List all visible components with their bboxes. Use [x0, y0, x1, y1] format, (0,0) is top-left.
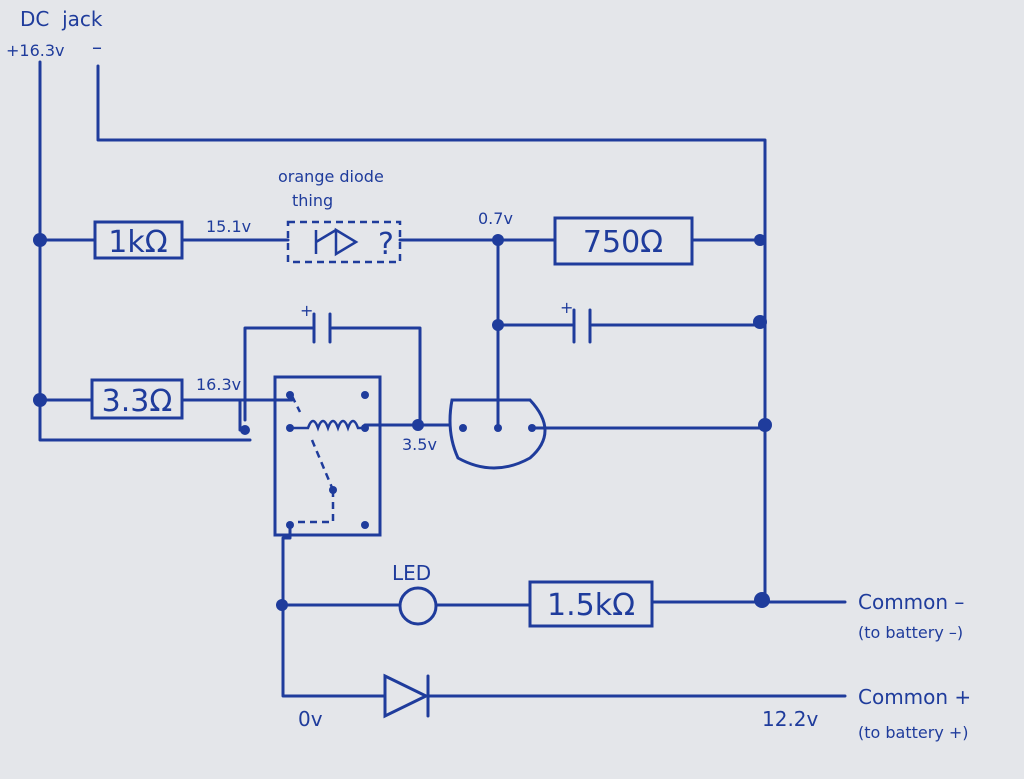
wire-33-right: [180, 398, 242, 432]
orange-diode-thing: ?: [286, 220, 402, 264]
resistor-1k-label: 1kΩ: [108, 225, 167, 260]
common-minus-label: Common –: [858, 590, 964, 614]
wire-left-rail: [38, 60, 252, 442]
led-label: LED: [392, 561, 431, 585]
resistor-3-3-label: 3.3Ω: [102, 384, 173, 419]
junction-dot: [754, 592, 770, 608]
dc-plus-voltage: +16.3v: [6, 41, 65, 60]
wires: [38, 60, 847, 698]
resistor-1-5k-label: 1.5kΩ: [547, 588, 635, 623]
wire-relay-down: [281, 523, 387, 698]
junction-dot: [276, 599, 288, 611]
junction-dot: [240, 425, 250, 435]
common-plus-sublabel: (to battery +): [858, 723, 969, 742]
junction-dot: [492, 319, 504, 331]
diode: [383, 673, 430, 719]
wire-cap1-left: [243, 326, 314, 422]
resistor-3-3: 3.3Ω: [90, 378, 184, 420]
voltage-0-7: 0.7v: [478, 209, 513, 228]
junction-dot: [492, 234, 504, 246]
relay: [273, 375, 382, 537]
voltage-12-2: 12.2v: [762, 707, 819, 731]
dc-jack-label: DC jack: [20, 7, 103, 31]
resistor-1-5k: 1.5kΩ: [528, 580, 654, 628]
transistor: [448, 398, 547, 470]
orange-diode-unknown-mark: ?: [378, 227, 394, 262]
orange-diode-label-1: orange diode: [278, 167, 384, 186]
junction-dot: [753, 315, 767, 329]
junction-dot: [754, 234, 766, 246]
voltage-3-5: 3.5v: [402, 435, 437, 454]
wire-dc-minus: [96, 64, 767, 602]
dc-minus-label: –: [92, 35, 102, 59]
capacitor-1-plus: +: [300, 301, 313, 320]
resistor-1k: 1kΩ: [93, 220, 184, 260]
voltage-15-1: 15.1v: [206, 217, 251, 236]
capacitor-2-plus: +: [560, 298, 573, 317]
labels: DC jack +16.3v – orange diode thing 15.1…: [6, 7, 971, 742]
junction-dot: [758, 418, 772, 432]
led: LED: [392, 561, 438, 626]
resistor-750-label: 750Ω: [583, 225, 663, 260]
junction-dot: [33, 233, 47, 247]
voltage-16-3: 16.3v: [196, 375, 241, 394]
junction-dot: [412, 419, 424, 431]
common-minus-sublabel: (to battery –): [858, 623, 963, 642]
wire-cap1-right: [330, 326, 422, 427]
junctions: [33, 233, 772, 611]
capacitor-1: +: [300, 301, 332, 344]
resistor-750: 750Ω: [553, 216, 694, 266]
junction-dot: [33, 393, 47, 407]
common-plus-label: Common +: [858, 685, 971, 709]
voltage-0: 0v: [298, 707, 323, 731]
capacitor-2: +: [560, 298, 592, 344]
orange-diode-label-2: thing: [292, 191, 333, 210]
